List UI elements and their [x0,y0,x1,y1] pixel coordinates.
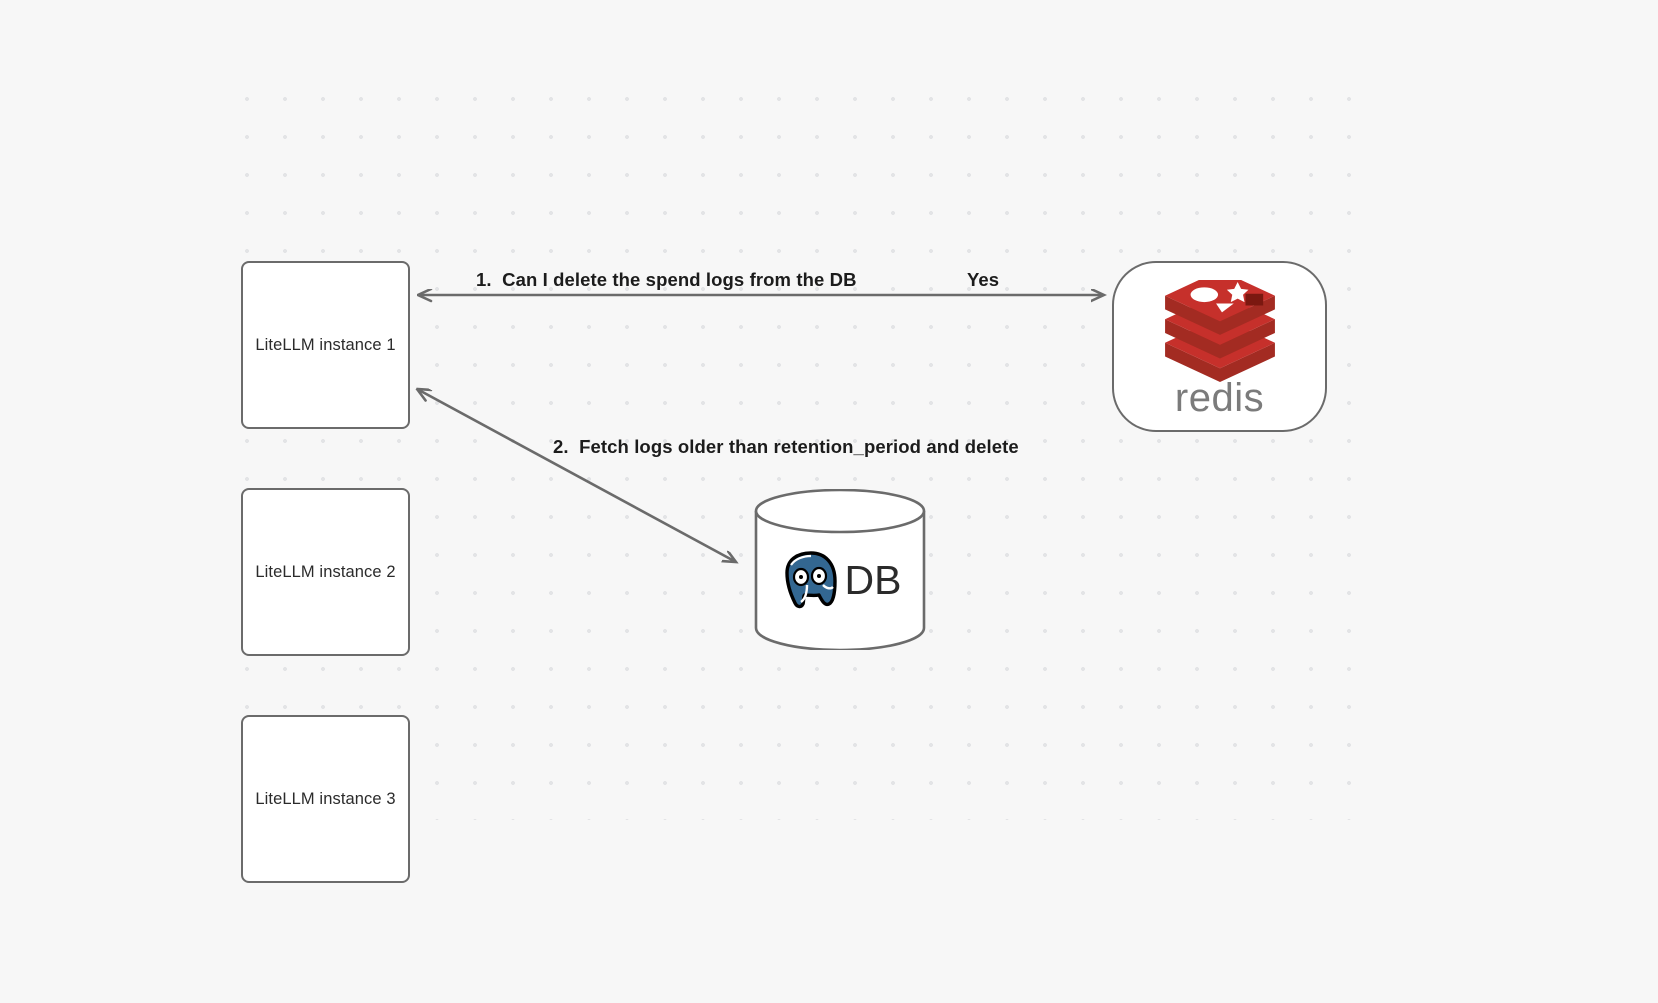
node-litellm-instance-1[interactable]: LiteLLM instance 1 [241,261,410,429]
node-redis[interactable]: redis [1112,261,1327,432]
cylinder-shape [754,489,926,650]
redis-wordmark: redis [1174,375,1265,420]
database-content: DB [753,489,927,650]
edge-label-yes: Yes [967,269,1000,290]
edge-litellm1-database [417,389,736,562]
postgresql-elephant-icon [784,550,837,608]
node-database[interactable]: DB [753,489,927,650]
node-label: LiteLLM instance 1 [255,335,396,354]
node-label: LiteLLM instance 3 [255,789,396,808]
database-label: DB [844,557,902,603]
node-litellm-instance-3[interactable]: LiteLLM instance 3 [241,715,410,883]
node-litellm-instance-2[interactable]: LiteLLM instance 2 [241,488,410,656]
edge-label-step2: 2. Fetch logs older than retention_perio… [553,436,1019,457]
edge-label-step1: 1. Can I delete the spend logs from the … [476,269,857,290]
node-label: LiteLLM instance 2 [255,562,396,581]
redis-logo-icon [1164,279,1275,382]
